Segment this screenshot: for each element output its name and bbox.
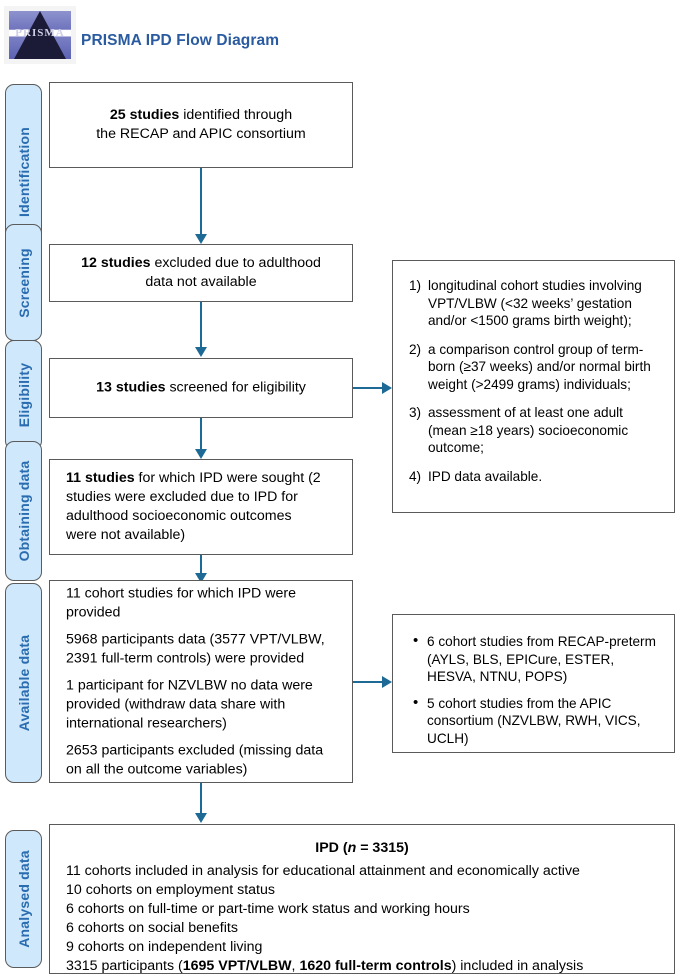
criteria-item-1: 1) longitudinal cohort studies involving… bbox=[409, 277, 660, 330]
source-text-1: 6 cohort studies from RECAP-preterm (AYL… bbox=[427, 634, 656, 684]
prisma-logo-triangle-icon bbox=[14, 11, 66, 59]
stage-label-analysed-data: Analysed data bbox=[15, 850, 32, 948]
box-cohort-sources: • 6 cohort studies from RECAP-preterm (A… bbox=[392, 614, 675, 753]
screening-line-1-bold: 12 studies bbox=[81, 255, 151, 271]
analysed-line-2: 10 cohorts on employment status bbox=[66, 882, 275, 898]
stage-tab-analysed-data[interactable]: Analysed data bbox=[5, 830, 42, 968]
available-paragraph-4: 2653 participants excluded (missing data… bbox=[66, 742, 324, 777]
eligibility-line-1-bold: 13 studies bbox=[96, 379, 166, 396]
prisma-logo-graphic: PRISMA bbox=[9, 11, 71, 59]
source-item-1: • 6 cohort studies from RECAP-preterm (A… bbox=[413, 632, 660, 686]
criteria-marker-2: 2) bbox=[409, 341, 422, 357]
obtaining-line-2: studies were excluded due to IPD for bbox=[66, 489, 298, 505]
prisma-logo: PRISMA bbox=[4, 6, 76, 64]
stage-label-available-data: Available data bbox=[15, 634, 32, 732]
arrowhead-obtaining-to-available-icon bbox=[194, 573, 207, 583]
eligibility-line-1: 13 studies screened for eligibility bbox=[64, 379, 338, 398]
box-available-data: 11 cohort studies for which IPD were pro… bbox=[49, 580, 353, 783]
connector-eligibility-to-criteria bbox=[353, 386, 383, 389]
analysed-line-5: 9 cohorts on independent living bbox=[66, 939, 263, 955]
stage-label-identification: Identification bbox=[15, 126, 32, 217]
box-eligibility: 13 studies screened for eligibility bbox=[49, 358, 353, 418]
criteria-text-4: IPD data available. bbox=[428, 468, 543, 484]
connector-available-to-sources bbox=[353, 680, 383, 683]
obtaining-line-4: were not available) bbox=[66, 527, 186, 543]
source-bullet-2-icon: • bbox=[413, 693, 419, 711]
connector-screening-to-eligibility bbox=[200, 302, 203, 354]
obtaining-line-3: adulthood socioeconomic outcomes bbox=[66, 508, 292, 524]
analysed-final-pre: 3315 participants ( bbox=[66, 958, 183, 974]
source-bullet-1-icon: • bbox=[413, 632, 419, 649]
screening-line-1: 12 studies excluded due to adulthood bbox=[64, 254, 338, 273]
obtaining-line-1-rest: for which IPD were sought (2 bbox=[134, 470, 321, 486]
stage-tab-screening[interactable]: Screening bbox=[5, 224, 42, 341]
criteria-item-2: 2) a comparison control group of term-bo… bbox=[409, 341, 660, 394]
identification-line-2: the RECAP and APIC consortium bbox=[96, 126, 306, 142]
arrowhead-screening-to-eligibility-icon bbox=[194, 347, 207, 357]
available-paragraph-1: 11 cohort studies for which IPD were pro… bbox=[66, 585, 296, 620]
analysed-heading-italic: n bbox=[347, 840, 357, 856]
source-item-2: • 5 cohort studies from the APIC consort… bbox=[413, 693, 660, 748]
criteria-marker-1: 1) bbox=[409, 278, 422, 293]
stage-label-obtaining-data: Obtaining data bbox=[15, 460, 32, 562]
screening-line-2: data not available bbox=[145, 274, 257, 290]
criteria-text-1: longitudinal cohort studies involving VP… bbox=[428, 278, 642, 328]
source-text-2: 5 cohort studies from the APIC consortiu… bbox=[427, 695, 641, 746]
arrowhead-eligibility-to-obtaining-icon bbox=[194, 449, 207, 459]
connector-obtaining-to-available bbox=[200, 555, 203, 582]
eligibility-line-1-rest: screened for eligibility bbox=[165, 379, 306, 396]
box-identification: 25 studies identified through the RECAP … bbox=[49, 82, 353, 168]
stage-tab-available-data[interactable]: Available data bbox=[5, 583, 42, 783]
arrowhead-available-to-analysed-icon bbox=[194, 813, 207, 823]
connector-available-to-analysed bbox=[200, 783, 203, 820]
arrowhead-available-to-sources-icon bbox=[382, 675, 392, 688]
box-analysed-data: IPD (n = 3315) 11 cohorts included in an… bbox=[49, 824, 675, 974]
box-obtaining-data: 11 studies for which IPD were sought (2 … bbox=[49, 459, 353, 555]
analysed-heading-pre: IPD ( bbox=[315, 840, 348, 856]
stage-label-eligibility: Eligibility bbox=[15, 362, 32, 428]
analysed-line-4: 6 cohorts on social benefits bbox=[66, 920, 238, 936]
connector-identification-to-screening bbox=[200, 168, 203, 242]
criteria-item-3: 3) assessment of at least one adult (mea… bbox=[409, 404, 660, 457]
analysed-heading-post: = 3315) bbox=[356, 840, 409, 856]
box-eligibility-criteria: 1) longitudinal cohort studies involving… bbox=[392, 260, 675, 513]
connector-eligibility-to-obtaining bbox=[200, 418, 203, 456]
analysed-heading: IPD (n = 3315) bbox=[66, 839, 658, 858]
analysed-final-post: ) included in analysis bbox=[451, 958, 584, 974]
criteria-text-3: assessment of at least one adult (mean ≥… bbox=[428, 405, 629, 455]
identification-line-1: 25 studies identified through bbox=[64, 106, 338, 125]
analysed-final-bold-1: 1695 VPT/VLBW bbox=[182, 958, 292, 974]
page-title: PRISMA IPD Flow Diagram bbox=[81, 32, 280, 49]
stage-tab-eligibility[interactable]: Eligibility bbox=[5, 340, 42, 450]
arrowhead-identification-to-screening-icon bbox=[194, 234, 207, 244]
box-screening: 12 studies excluded due to adulthood dat… bbox=[49, 244, 353, 302]
available-paragraph-3: 1 participant for NZVLBW no data were pr… bbox=[66, 677, 313, 731]
criteria-marker-3: 3) bbox=[409, 405, 422, 420]
criteria-text-2: a comparison control group of term-born … bbox=[428, 341, 651, 392]
criteria-item-4: 4) IPD data available. bbox=[409, 468, 660, 486]
obtaining-line-1: 11 studies for which IPD were sought (2 bbox=[66, 469, 336, 488]
screening-line-1-rest: excluded due to adulthood bbox=[150, 255, 321, 271]
criteria-marker-4: 4) bbox=[409, 468, 422, 484]
stage-label-screening: Screening bbox=[15, 247, 32, 318]
arrowhead-eligibility-to-criteria-icon bbox=[382, 381, 392, 394]
analysed-final-line: 3315 participants (1695 VPT/VLBW, 1620 f… bbox=[66, 957, 658, 976]
available-paragraph-2: 5968 participants data (3577 VPT/VLBW, 2… bbox=[66, 631, 325, 666]
analysed-line-1: 11 cohorts included in analysis for educ… bbox=[66, 863, 580, 879]
analysed-final-mid: , bbox=[291, 958, 300, 974]
analysed-line-3: 6 cohorts on full-time or part-time work… bbox=[66, 901, 470, 917]
prisma-logo-text: PRISMA bbox=[15, 27, 65, 39]
identification-line-1-rest: identified through bbox=[179, 107, 293, 123]
obtaining-line-1-bold: 11 studies bbox=[66, 470, 135, 486]
analysed-final-bold-2: 1620 full-term controls bbox=[299, 958, 452, 974]
stage-tab-obtaining-data[interactable]: Obtaining data bbox=[5, 441, 42, 581]
identification-line-1-bold: 25 studies bbox=[109, 107, 180, 123]
